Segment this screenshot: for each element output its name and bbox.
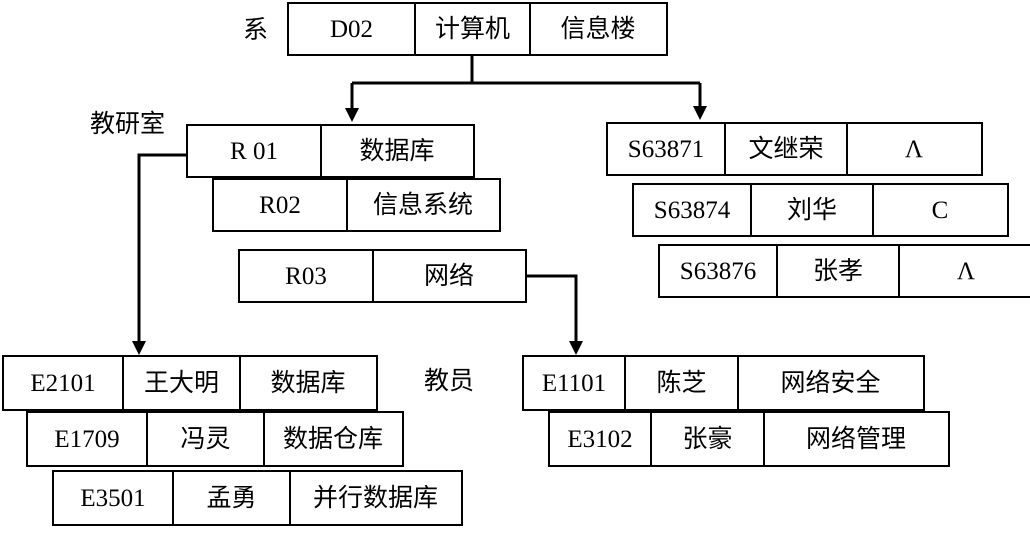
teacher-left-row-cell-2: 冯灵 [146, 413, 263, 465]
teaching-office-row-cell-2: 信息系统 [346, 180, 498, 230]
teaching-office-row-cell-1: R02 [214, 180, 346, 230]
teaching-office-row-cell-1: R03 [240, 251, 372, 301]
level-label-teacher: 教员 [424, 367, 475, 395]
level-label-department: 系 [243, 16, 269, 44]
connector-department-to-children [350, 56, 702, 110]
connector-office-to-teachers-left-arrowhead [132, 341, 146, 355]
teacher-right-row-cell-2: 张豪 [650, 413, 763, 465]
student-row-cell-1: S63874 [634, 185, 750, 235]
teaching-office-row-cell-1: R 01 [188, 126, 320, 176]
connector-department-to-children-arrowhead [693, 106, 707, 120]
student-row-cell-3: Λ [846, 124, 980, 174]
teacher-right-row-cell-1: E1101 [524, 357, 624, 409]
teacher-right-row-cell-3: 网络安全 [737, 357, 922, 409]
teacher-left-row-cell-3: 数据仓库 [263, 413, 401, 465]
connector-office-to-teachers-right [522, 274, 578, 343]
teaching-office-row-cell-2: 数据库 [320, 126, 472, 176]
connector-office-to-teachers-right-arrowhead [569, 341, 583, 355]
teacher-right-row-cell-2: 陈芝 [624, 357, 737, 409]
student-row-cell-2: 文继荣 [724, 124, 846, 174]
teacher-left-row-cell-1: E2101 [4, 357, 122, 409]
teacher-right-row-cell-1: E3102 [550, 413, 650, 465]
student-row-cell-3: Λ [898, 246, 1030, 296]
level-label-teaching-office: 教研室 [90, 110, 166, 138]
connector-office-to-teachers-left [137, 153, 186, 343]
teacher-left-row-cell-1: E3501 [54, 472, 172, 524]
teacher-left-row-cell-3: 并行数据库 [289, 472, 460, 524]
department-record-cell-1: D02 [289, 4, 414, 54]
student-row-cell-2: 刘华 [750, 185, 872, 235]
teacher-left-row-cell-2: 王大明 [122, 357, 239, 409]
teacher-right-row-cell-3: 网络管理 [763, 413, 947, 465]
student-row-cell-2: 张孝 [776, 246, 898, 296]
teacher-left-row-cell-1: E1709 [28, 413, 146, 465]
connector-department-to-children-arrowhead [345, 108, 359, 122]
teacher-left-row-cell-2: 孟勇 [172, 472, 289, 524]
department-record-cell-3: 信息楼 [529, 4, 665, 54]
department-record-cell-2: 计算机 [414, 4, 529, 54]
student-row-cell-3: C [872, 185, 1006, 235]
teaching-office-row-cell-2: 网络 [372, 251, 524, 301]
student-row-cell-1: S63871 [608, 124, 724, 174]
student-row-cell-1: S63876 [660, 246, 776, 296]
teacher-left-row-cell-3: 数据库 [239, 357, 375, 409]
